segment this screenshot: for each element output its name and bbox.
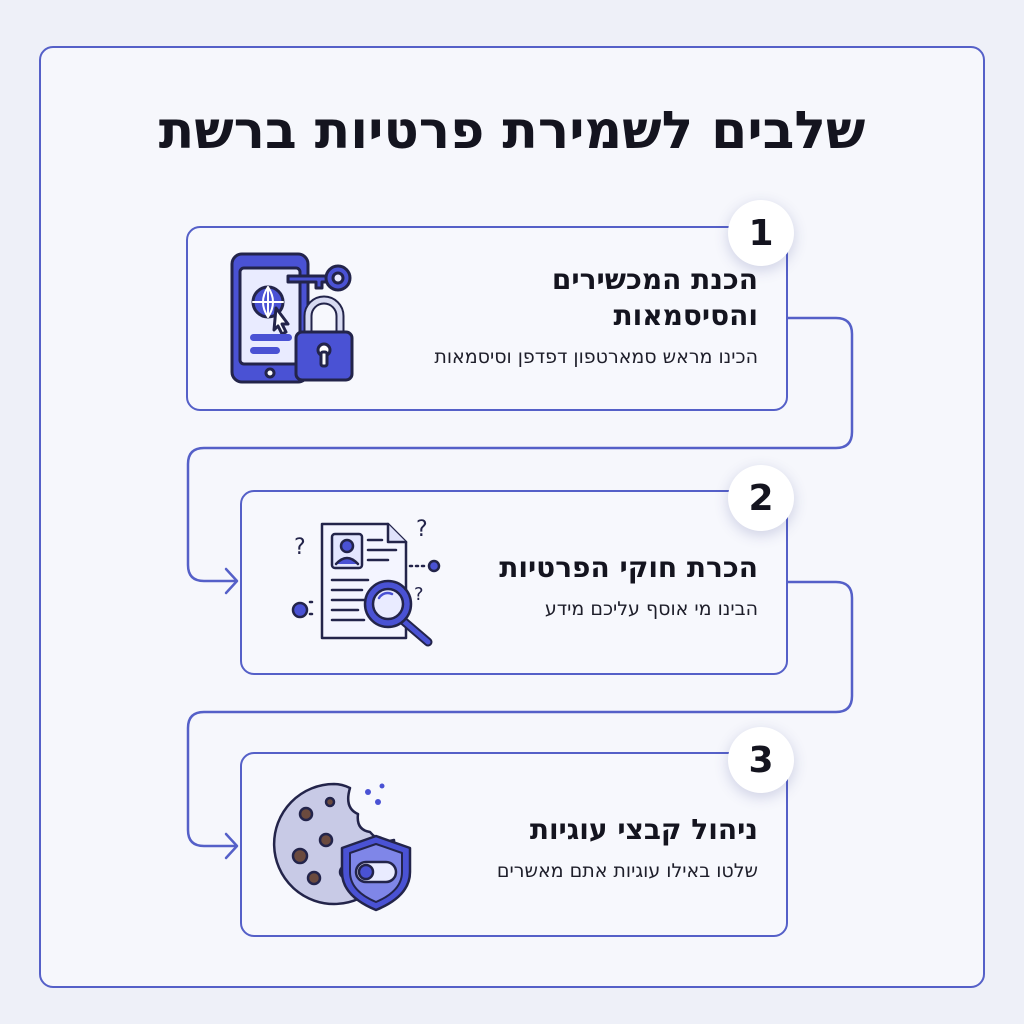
page-title: שלבים לשמירת פרטיות ברשת: [158, 101, 866, 161]
step-title-1: הכנת המכשירים והסיסמאות: [551, 263, 758, 332]
step-card-2: [240, 490, 788, 675]
step-text-1: הכנת המכשירים והסיסמאות הכינו מראש סמארט…: [380, 262, 758, 370]
step-description-1: הכינו מראש סמארטפון דפדפן וסיסמאות: [434, 346, 758, 368]
step-number-badge-1: 1: [728, 200, 794, 266]
step-number-badge-3: 3: [728, 727, 794, 793]
svg-text:?: ?: [294, 535, 306, 560]
svg-text:?: ?: [414, 584, 424, 605]
step-title-2: הכרת חוקי הפרטיות: [499, 551, 758, 584]
svg-text:?: ?: [416, 517, 428, 542]
step-text-2: הכרת חוקי הפרטיות הבינו מי אוסף עליכם מי…: [460, 550, 758, 622]
phone-key-lock-icon: [230, 252, 354, 384]
step-title-3: ניהול קבצי עוגיות: [529, 813, 758, 846]
step-text-3: ניהול קבצי עוגיות שלטו באילו עוגיות אתם …: [440, 812, 758, 884]
step-description-3: שלטו באילו עוגיות אתם מאשרים: [496, 860, 758, 882]
step-number-badge-2: 2: [728, 465, 794, 531]
step-description-2: הבינו מי אוסף עליכם מידע: [544, 598, 758, 620]
document-magnifier-icon: ? ? ?: [291, 517, 441, 647]
cookie-shield-icon: [272, 782, 412, 912]
